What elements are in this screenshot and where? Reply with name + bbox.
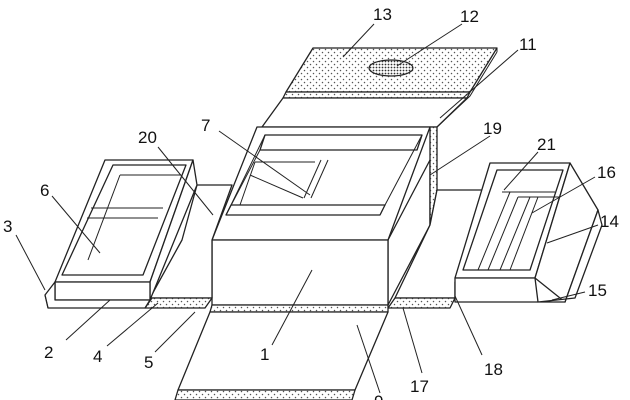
top-lid <box>261 47 498 128</box>
label-3: 3 <box>3 217 12 236</box>
label-1: 1 <box>260 345 269 364</box>
label-19: 19 <box>483 119 502 138</box>
label-21: 21 <box>537 135 556 154</box>
label-9: 9 <box>374 392 383 400</box>
label-15: 15 <box>588 281 607 300</box>
reference-numerals: 13 12 11 7 19 20 21 16 6 14 3 15 2 4 5 1… <box>3 5 619 400</box>
label-17: 17 <box>410 377 429 396</box>
label-5: 5 <box>144 353 153 372</box>
label-12: 12 <box>460 7 479 26</box>
label-11: 11 <box>519 35 537 54</box>
label-6: 6 <box>40 181 49 200</box>
main-box <box>211 126 438 306</box>
label-13: 13 <box>373 5 392 24</box>
lid-window <box>368 59 414 77</box>
left-box <box>44 159 233 309</box>
label-14: 14 <box>600 212 619 231</box>
label-20: 20 <box>138 128 157 147</box>
label-2: 2 <box>44 343 53 362</box>
label-16: 16 <box>597 163 616 182</box>
right-box <box>387 162 603 309</box>
leader-lines <box>15 23 599 394</box>
label-7: 7 <box>201 116 210 135</box>
label-4: 4 <box>93 347 102 366</box>
bottom-flap <box>174 304 389 400</box>
label-18: 18 <box>484 360 503 379</box>
